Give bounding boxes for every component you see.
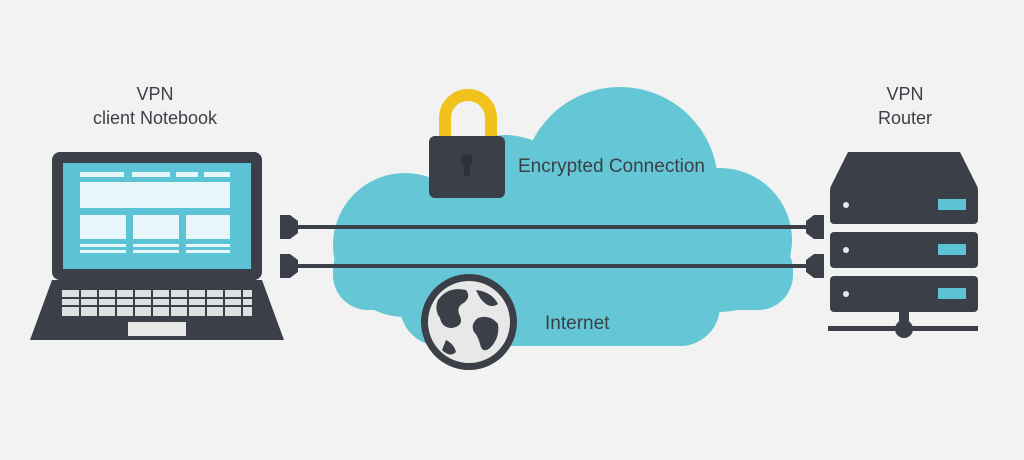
right-plug-lower [806, 254, 824, 278]
router-label: VPN Router [830, 82, 980, 130]
right-plug-upper [806, 215, 824, 239]
left-plug-lower [280, 254, 298, 278]
laptop-icon [30, 152, 284, 340]
server-rack-icon [828, 152, 978, 338]
globe-icon [421, 274, 517, 370]
client-label-line2: client Notebook [92, 108, 218, 128]
router-label-line2: Router [877, 108, 933, 128]
connection-lines [280, 215, 824, 278]
client-notebook-label: VPN client Notebook [60, 82, 250, 130]
encrypted-connection-label: Encrypted Connection [518, 156, 705, 177]
left-plug-upper [280, 215, 298, 239]
internet-label: Internet [545, 313, 610, 334]
router-label-line1: VPN [886, 84, 924, 104]
padlock-icon [429, 89, 505, 198]
cloud-icon [333, 87, 793, 346]
client-label-line1: VPN [136, 84, 174, 104]
